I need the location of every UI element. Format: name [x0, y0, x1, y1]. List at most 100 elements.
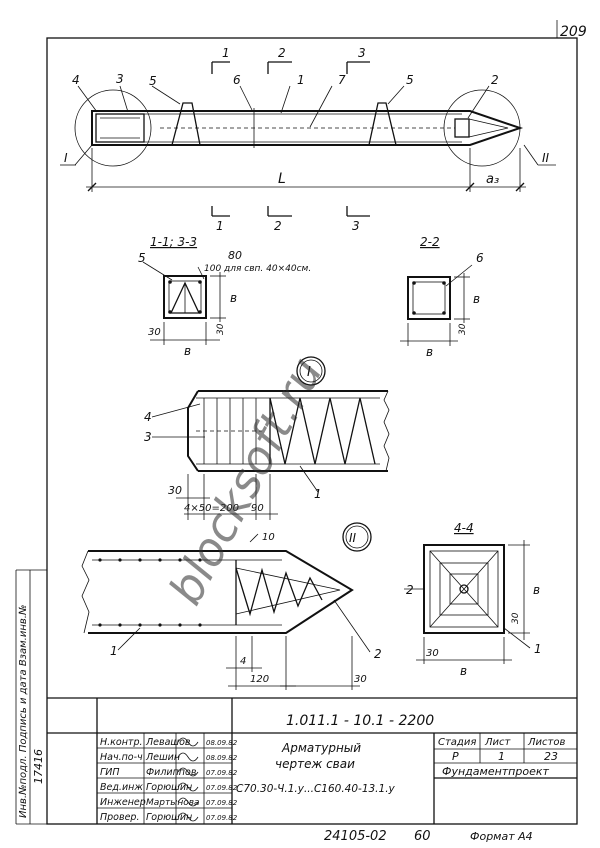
detail-II-mark-circle — [342, 522, 372, 552]
section-13-pos5: 5 — [138, 251, 146, 265]
col-sheets: Листов — [527, 737, 565, 748]
pile-body — [91, 110, 524, 146]
detail-II: II 10 1 2 4 120 30 — [81, 522, 382, 690]
section-44-b-bottom: в — [460, 664, 467, 678]
section-22-outline — [407, 276, 451, 320]
name-1: Лешин — [145, 752, 180, 763]
section-13-dim80: 80 — [228, 249, 242, 262]
section-22-title: 2-2 — [420, 235, 440, 249]
cut-3-top-label: 3 — [358, 46, 366, 60]
section-1-1-3-3: 1-1; 3-3 80 100 для свп. 40×40см. 5 в 30… — [138, 235, 311, 358]
pos-5b-label: 5 — [406, 73, 414, 87]
name-5: Горюшин — [146, 812, 192, 823]
signature-5 — [177, 812, 199, 822]
title-block: 1.011.1 - 10.1 - 2200 Арматурный чертеж … — [15, 569, 577, 844]
tip-insert — [454, 118, 470, 138]
detail-I-90: 90 — [251, 503, 264, 514]
section-22-pos6: 6 — [476, 251, 484, 265]
section-13-30-vert: 30 — [216, 323, 226, 335]
date-3: 07.09.82 — [206, 784, 238, 792]
side-label: Инв.№подл. Подпись и дата Взам.инв.№ — [18, 605, 29, 818]
date-0: 08.09.82 — [206, 739, 238, 747]
detail-I-mark: I — [307, 365, 311, 380]
signature-2 — [177, 767, 199, 777]
sheet-value: 1 — [498, 750, 505, 763]
name-4: Мартынова — [146, 798, 200, 808]
head-mesh — [95, 113, 145, 143]
organization: Фундаментпроект — [442, 765, 549, 778]
col-sheet: Лист — [484, 737, 512, 748]
signature-3 — [177, 782, 199, 792]
detail-II-outline — [88, 550, 354, 634]
cut-3-bottom-label: 3 — [352, 219, 360, 233]
title-line-3: С70.30-Ч.1.у...С160.40-13.1.у — [236, 783, 396, 795]
detail-II-pos1: 1 — [110, 644, 118, 658]
detail-I-mark-circle — [296, 356, 326, 386]
title-line-1: Арматурный — [281, 741, 361, 755]
stage-value: Р — [452, 750, 459, 763]
lifting-loop-right — [368, 102, 397, 146]
detail-II-pos2: 2 — [374, 647, 382, 661]
detail-I-30: 30 — [168, 484, 182, 497]
section-2-2: 2-2 6 в 30 в — [400, 235, 484, 359]
date-5: 07.09.82 — [206, 814, 238, 822]
pos-4-label: 4 — [72, 73, 80, 87]
role-1: Нач.по-ч — [100, 752, 143, 763]
detail-I-pos4: 4 — [144, 410, 152, 424]
detail-II-120: 120 — [250, 674, 269, 685]
node-II-marker: II — [542, 151, 550, 165]
detail-II-spiral — [235, 567, 323, 617]
cut-1-top-label: 1 — [222, 46, 230, 60]
date-4: 07.09.82 — [206, 799, 238, 807]
name-3: Горюшин — [146, 782, 192, 793]
section-22-b-side: в — [473, 292, 480, 306]
pos-2-label: 2 — [491, 73, 499, 87]
lifting-loop-left — [171, 102, 201, 146]
detail-I-pos1: 1 — [314, 487, 322, 501]
signature-1 — [177, 752, 199, 762]
section-44-pos1: 1 — [534, 642, 542, 656]
page-number: 209 — [560, 24, 587, 40]
role-5: Провер. — [100, 812, 139, 823]
bottom-number: 60 — [414, 829, 431, 844]
doc-code: 1.011.1 - 10.1 - 2200 — [286, 713, 434, 729]
cut-2-top-label: 2 — [278, 46, 286, 60]
section-44-b-side: в — [533, 583, 540, 597]
detail-II-mark: II — [349, 531, 357, 545]
col-stage: Стадия — [438, 737, 476, 748]
section-4-4: 4-4 2 в 30 1 30 в — [404, 521, 542, 678]
detail-I: I 4 3 1 30 4×50=200 90 — [144, 356, 390, 520]
section-44-30-horiz: 30 — [426, 648, 439, 659]
title-line-2: чертеж сваи — [275, 757, 355, 771]
section-44-30-vert: 30 — [511, 612, 521, 624]
detail-I-pos3: 3 — [144, 430, 152, 444]
detail-I-spiral — [269, 397, 376, 465]
pos-7-label: 7 — [338, 73, 346, 87]
detail-I-spacing: 4×50=200 — [184, 503, 239, 514]
detail-II-30: 30 — [354, 674, 367, 685]
role-3: Вед.инж — [100, 782, 143, 793]
section-13-b-side: в — [230, 291, 237, 305]
name-0: Левашов — [145, 737, 191, 748]
role-2: ГИП — [100, 767, 120, 778]
section-13-30-horiz: 30 — [148, 327, 161, 338]
cut-1-bottom-label: 1 — [216, 219, 224, 233]
date-1: 08.09.82 — [206, 754, 238, 762]
cut-2-bottom-label: 2 — [274, 219, 282, 233]
section-13-outline — [163, 275, 207, 319]
node-I-circle — [74, 89, 152, 167]
date-2: 07.09.82 — [206, 769, 238, 777]
role-4: Инженер — [100, 797, 146, 808]
detail-II-4: 4 — [240, 656, 246, 667]
role-0: Н.контр. — [100, 737, 143, 748]
section-13-b-bottom: в — [184, 344, 191, 358]
side-number: 17416 — [32, 749, 45, 784]
section-44-pos2: 2 — [406, 583, 414, 597]
section-13-title: 1-1; 3-3 — [150, 235, 197, 249]
detail-I-outline — [187, 390, 388, 472]
length-label: L — [278, 171, 286, 187]
section-22-30: 30 — [458, 323, 468, 335]
pile-elevation: 1 2 3 4 3 5 6 1 7 5 — [60, 46, 556, 233]
pos-1-label: 1 — [297, 73, 305, 87]
